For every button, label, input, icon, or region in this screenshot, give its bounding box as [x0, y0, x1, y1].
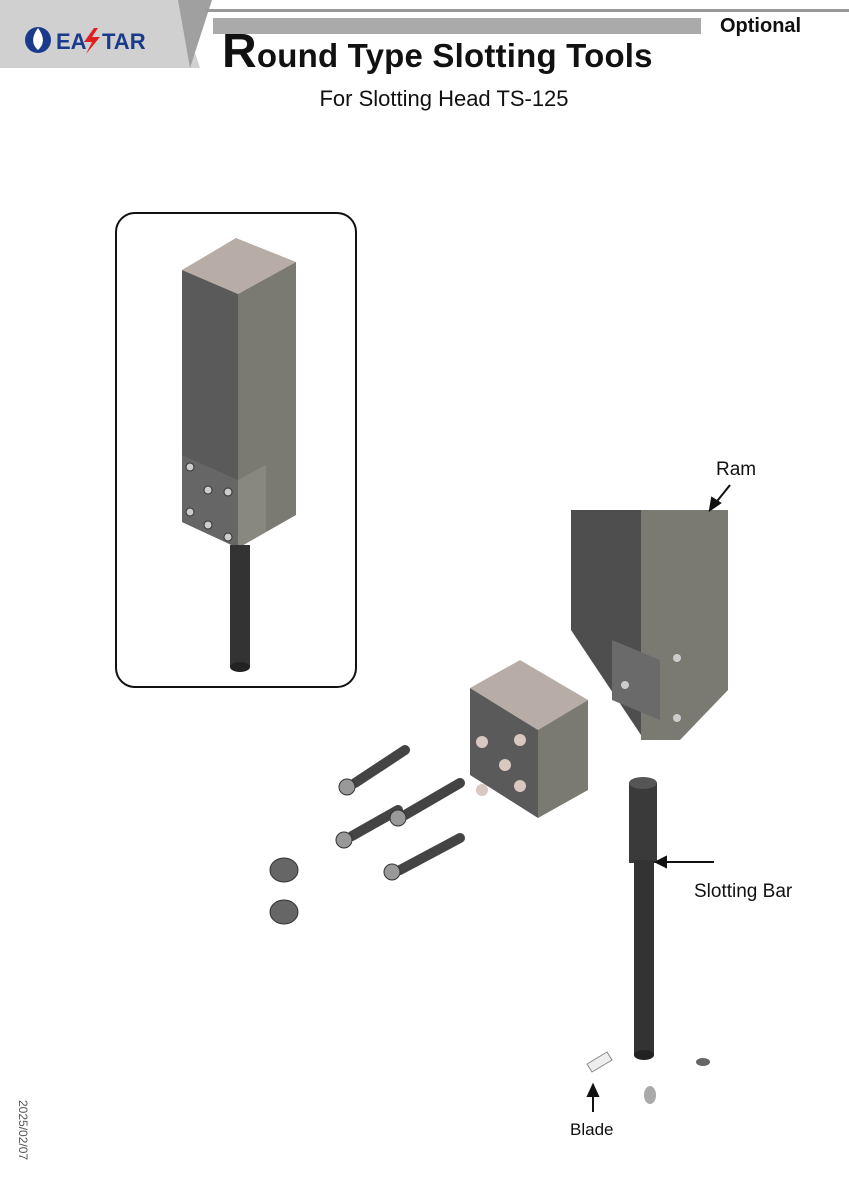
- set-screws: [269, 857, 299, 925]
- cap-screws: [347, 745, 465, 875]
- print-date: 2025/02/07: [16, 1100, 30, 1161]
- title-initial: R: [222, 25, 257, 78]
- label-slotting-bar: Slotting Bar: [694, 881, 793, 902]
- label-ram: Ram: [716, 459, 757, 480]
- svg-text:TAR: TAR: [102, 29, 146, 54]
- title-rest: ound Type Slotting Tools: [256, 37, 653, 74]
- header-band: [0, 0, 849, 68]
- assembled-tool: [182, 238, 296, 672]
- svg-text:EA: EA: [56, 29, 87, 54]
- callout-arrows: [586, 484, 731, 1112]
- page-subtitle: For Slotting Head TS-125: [319, 86, 569, 111]
- eastar-logo: EA TAR: [24, 22, 174, 63]
- blade: [586, 1051, 613, 1073]
- assembled-view-frame: [115, 212, 357, 688]
- optional-badge: Optional: [720, 15, 802, 37]
- page-title: Round Type Slotting Tools: [222, 24, 653, 79]
- clamp-block: [470, 660, 588, 818]
- ram: [571, 510, 728, 740]
- label-blade: Blade: [570, 1120, 614, 1139]
- slotting-bar: [629, 777, 657, 1060]
